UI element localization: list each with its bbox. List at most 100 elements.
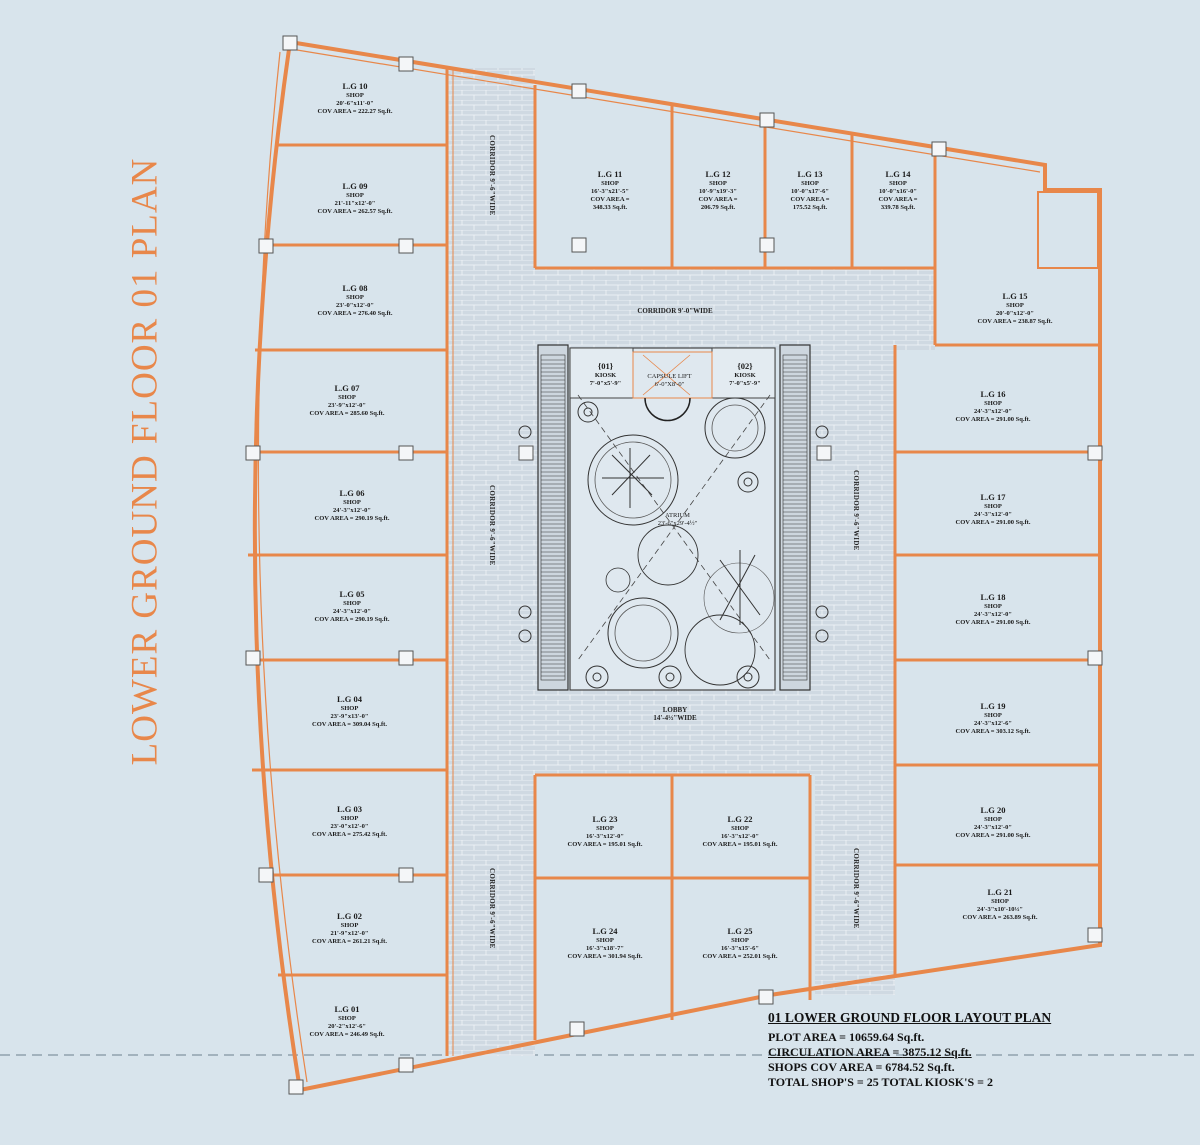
atrium-label: ATRIUM 23'-6"x29'-4½" — [630, 512, 725, 528]
shop-area: COV AREA = — [790, 196, 830, 203]
shop-type: SHOP — [984, 400, 1002, 407]
shop-type: SHOP — [340, 815, 359, 822]
shop-name: L.G 02 — [336, 911, 363, 921]
shop-name: L.G 13 — [797, 169, 823, 179]
shop-area: COV AREA = — [698, 196, 738, 203]
shop-size: 21'-9"x12'-0" — [330, 930, 369, 937]
shop-size: 16'-3"x18'-7" — [586, 945, 624, 952]
shop-size: 10'-0"x16'-0" — [879, 188, 917, 195]
bottom-shop-walls — [533, 773, 812, 1040]
shop-name: L.G 05 — [339, 589, 365, 599]
shop-size: 16'-3"x21'-5" — [591, 188, 629, 195]
shop-area: COV AREA = — [878, 196, 918, 203]
kiosk-02: {02} KIOSK 7'-0"x5'-9" — [716, 360, 774, 388]
kiosk-name: {02} — [737, 361, 753, 371]
shop-area: COV AREA = 195.01 Sq.ft. — [702, 841, 778, 848]
shop-area-value: 348.33 Sq.ft. — [592, 204, 628, 211]
atrium-name: ATRIUM — [665, 512, 690, 519]
shop-size: 10'-0"x17'-6" — [791, 188, 829, 195]
corridor-label-left-lower: CORRIDOR 9'-6"WIDE — [488, 868, 496, 949]
summary-title: 01 LOWER GROUND FLOOR LAYOUT PLAN — [768, 1010, 1052, 1025]
shop-area: COV AREA = 263.89 Sq.ft. — [962, 914, 1038, 921]
shop-type: SHOP — [340, 705, 359, 712]
shop-type: SHOP — [346, 294, 364, 301]
kiosk-size: 7'-0"x5'-9" — [589, 380, 622, 387]
shop-size: 20'-6"x11'-0" — [336, 100, 374, 107]
capsule-lift: CAPSULE LIFT 6'-0"X8'-0" — [642, 373, 697, 389]
shop-type: SHOP — [343, 600, 361, 607]
shop-size: 16'-3"x12'-0" — [721, 833, 759, 840]
kiosk-type: KIOSK — [594, 372, 617, 379]
shop-size: 23'-9"x12'-0" — [328, 402, 366, 409]
shop-area: COV AREA = 291.00 Sq.ft. — [955, 832, 1031, 839]
shop-area-value: 175.52 Sq.ft. — [792, 204, 828, 211]
lobby-name: LOBBY — [662, 706, 688, 714]
shop-size: 20'-2"x12'-6" — [328, 1023, 366, 1030]
shop-name: L.G 10 — [342, 81, 368, 91]
shop-type: SHOP — [984, 503, 1002, 510]
circulation-unit: Sq.ft. — [941, 1045, 972, 1059]
circulation-value: 3875.12 — [902, 1045, 942, 1059]
corridor-label-left-upper: CORRIDOR 9'-6"WIDE — [488, 135, 496, 216]
shops-cov-area: SHOPS COV AREA = 6784.52 Sq.ft. — [768, 1060, 955, 1074]
top-shop-walls — [533, 85, 1100, 347]
kiosk-type: KIOSK — [734, 372, 756, 379]
shop-type: SHOP — [596, 937, 614, 944]
shop-type: SHOP — [596, 825, 614, 832]
shop-size: 24'-3"x12'-0" — [974, 824, 1012, 831]
shop-area: COV AREA = — [590, 196, 630, 203]
circulation-area: CIRCULATION AREA = 3875.12 Sq.ft. — [768, 1045, 1051, 1060]
shop-area: COV AREA = 291.00 Sq.ft. — [955, 619, 1031, 626]
corridor-label-left-mid: CORRIDOR 9'-6"WIDE — [488, 485, 496, 566]
shop-area-value: 339.78 Sq.ft. — [880, 204, 916, 211]
shop-size: 23'-9"x13'-0" — [330, 713, 369, 720]
shop-area: COV AREA = 262.57 Sq.ft. — [317, 208, 393, 215]
shop-area: COV AREA = 285.60 Sq.ft. — [309, 410, 385, 417]
atrium-size: 23'-6"x29'-4½" — [657, 520, 698, 527]
shop-type: SHOP — [889, 180, 907, 187]
lift-name: CAPSULE LIFT — [647, 373, 692, 380]
shop-area: COV AREA = 291.00 Sq.ft. — [955, 519, 1031, 526]
shop-size: 24'-3"x12'-0" — [333, 608, 371, 615]
shop-type: SHOP — [984, 603, 1002, 610]
shop-name: L.G 16 — [980, 389, 1006, 399]
shop-size: 24'-3"x12'-6" — [974, 720, 1012, 727]
shop-size: 24'-3"x10'-10½" — [976, 906, 1024, 913]
shop-area: COV AREA = 222.27 Sq.ft. — [317, 108, 393, 115]
shop-area-value: 206.79 Sq.ft. — [700, 204, 736, 211]
shop-type: SHOP — [984, 712, 1002, 719]
kiosk-name: {01} — [597, 361, 614, 371]
shop-size: 24'-3"x12'-0" — [974, 511, 1012, 518]
shop-name: L.G 12 — [705, 169, 731, 179]
shop-name: L.G 18 — [980, 592, 1006, 602]
right-shop-walls — [893, 345, 1100, 975]
shop-size: 24'-3"x12'-0" — [974, 408, 1012, 415]
shop-area: COV AREA = 290.19 Sq.ft. — [314, 515, 390, 522]
kiosk-size: 7'-0"x5'-9" — [729, 380, 761, 387]
shop-type: SHOP — [346, 92, 364, 99]
corridor-label-top: CORRIDOR 9'-0"WIDE — [637, 307, 713, 315]
planter-plants — [518, 401, 829, 689]
shop-type: SHOP — [801, 180, 819, 187]
shop-name: L.G 21 — [987, 887, 1013, 897]
shop-name: L.G 22 — [727, 814, 753, 824]
shop-type: SHOP — [709, 180, 727, 187]
side-title: LOWER GROUND FLOOR 01 PLAN — [124, 157, 166, 766]
shop-name: L.G 08 — [342, 283, 368, 293]
shop-type: SHOP — [343, 499, 361, 506]
shop-name: L.G 20 — [980, 805, 1006, 815]
shop-area: COV AREA = 238.87 Sq.ft. — [977, 318, 1053, 325]
shop-name: L.G 23 — [592, 814, 618, 824]
atrium-void — [569, 347, 776, 691]
shop-name: L.G 14 — [885, 169, 911, 179]
